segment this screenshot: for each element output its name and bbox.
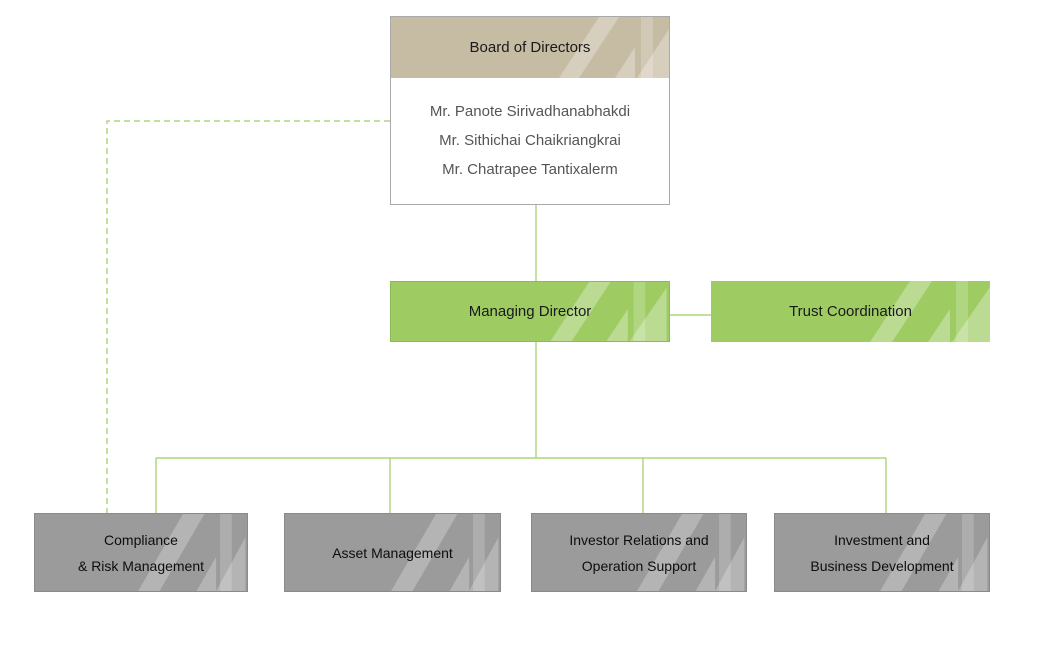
trust-coordination-label: Trust Coordination <box>789 302 912 320</box>
managing-director-label: Managing Director <box>468 302 592 320</box>
department-label: Investment and Business Development <box>810 531 954 574</box>
department-investor-relations-box: Investor Relations and Operation Support <box>531 513 747 592</box>
stripe-decoration <box>559 17 669 78</box>
stripe-decoration <box>870 281 990 342</box>
board-member-list: Mr. Panote Sirivadhanabhakdi Mr. Sithich… <box>391 97 669 184</box>
department-label: Investor Relations and Operation Support <box>569 531 709 574</box>
managing-director-box: Managing Director <box>390 281 670 342</box>
stripe-decoration <box>637 514 745 591</box>
board-member: Mr. Sithichai Chaikriangkrai <box>439 132 621 149</box>
board-of-directors-box: Board of Directors Mr. Panote Sirivadhan… <box>390 16 670 205</box>
stripe-decoration <box>880 514 988 591</box>
board-member: Mr. Chatrapee Tantixalerm <box>442 161 618 178</box>
trust-coordination-box: Trust Coordination <box>711 281 990 342</box>
department-label: Compliance & Risk Management <box>77 531 205 574</box>
stripe-decoration <box>550 282 667 341</box>
department-compliance-box: Compliance & Risk Management <box>34 513 248 592</box>
board-header: Board of Directors <box>391 17 669 78</box>
stripe-decoration <box>391 514 499 591</box>
board-to-compliance-dashed-line <box>106 120 390 513</box>
department-investment-box: Investment and Business Development <box>774 513 990 592</box>
department-asset-management-box: Asset Management <box>284 513 501 592</box>
stripe-decoration <box>138 514 246 591</box>
board-member: Mr. Panote Sirivadhanabhakdi <box>429 103 631 120</box>
board-title: Board of Directors <box>469 38 591 56</box>
department-label: Asset Management <box>332 544 453 561</box>
